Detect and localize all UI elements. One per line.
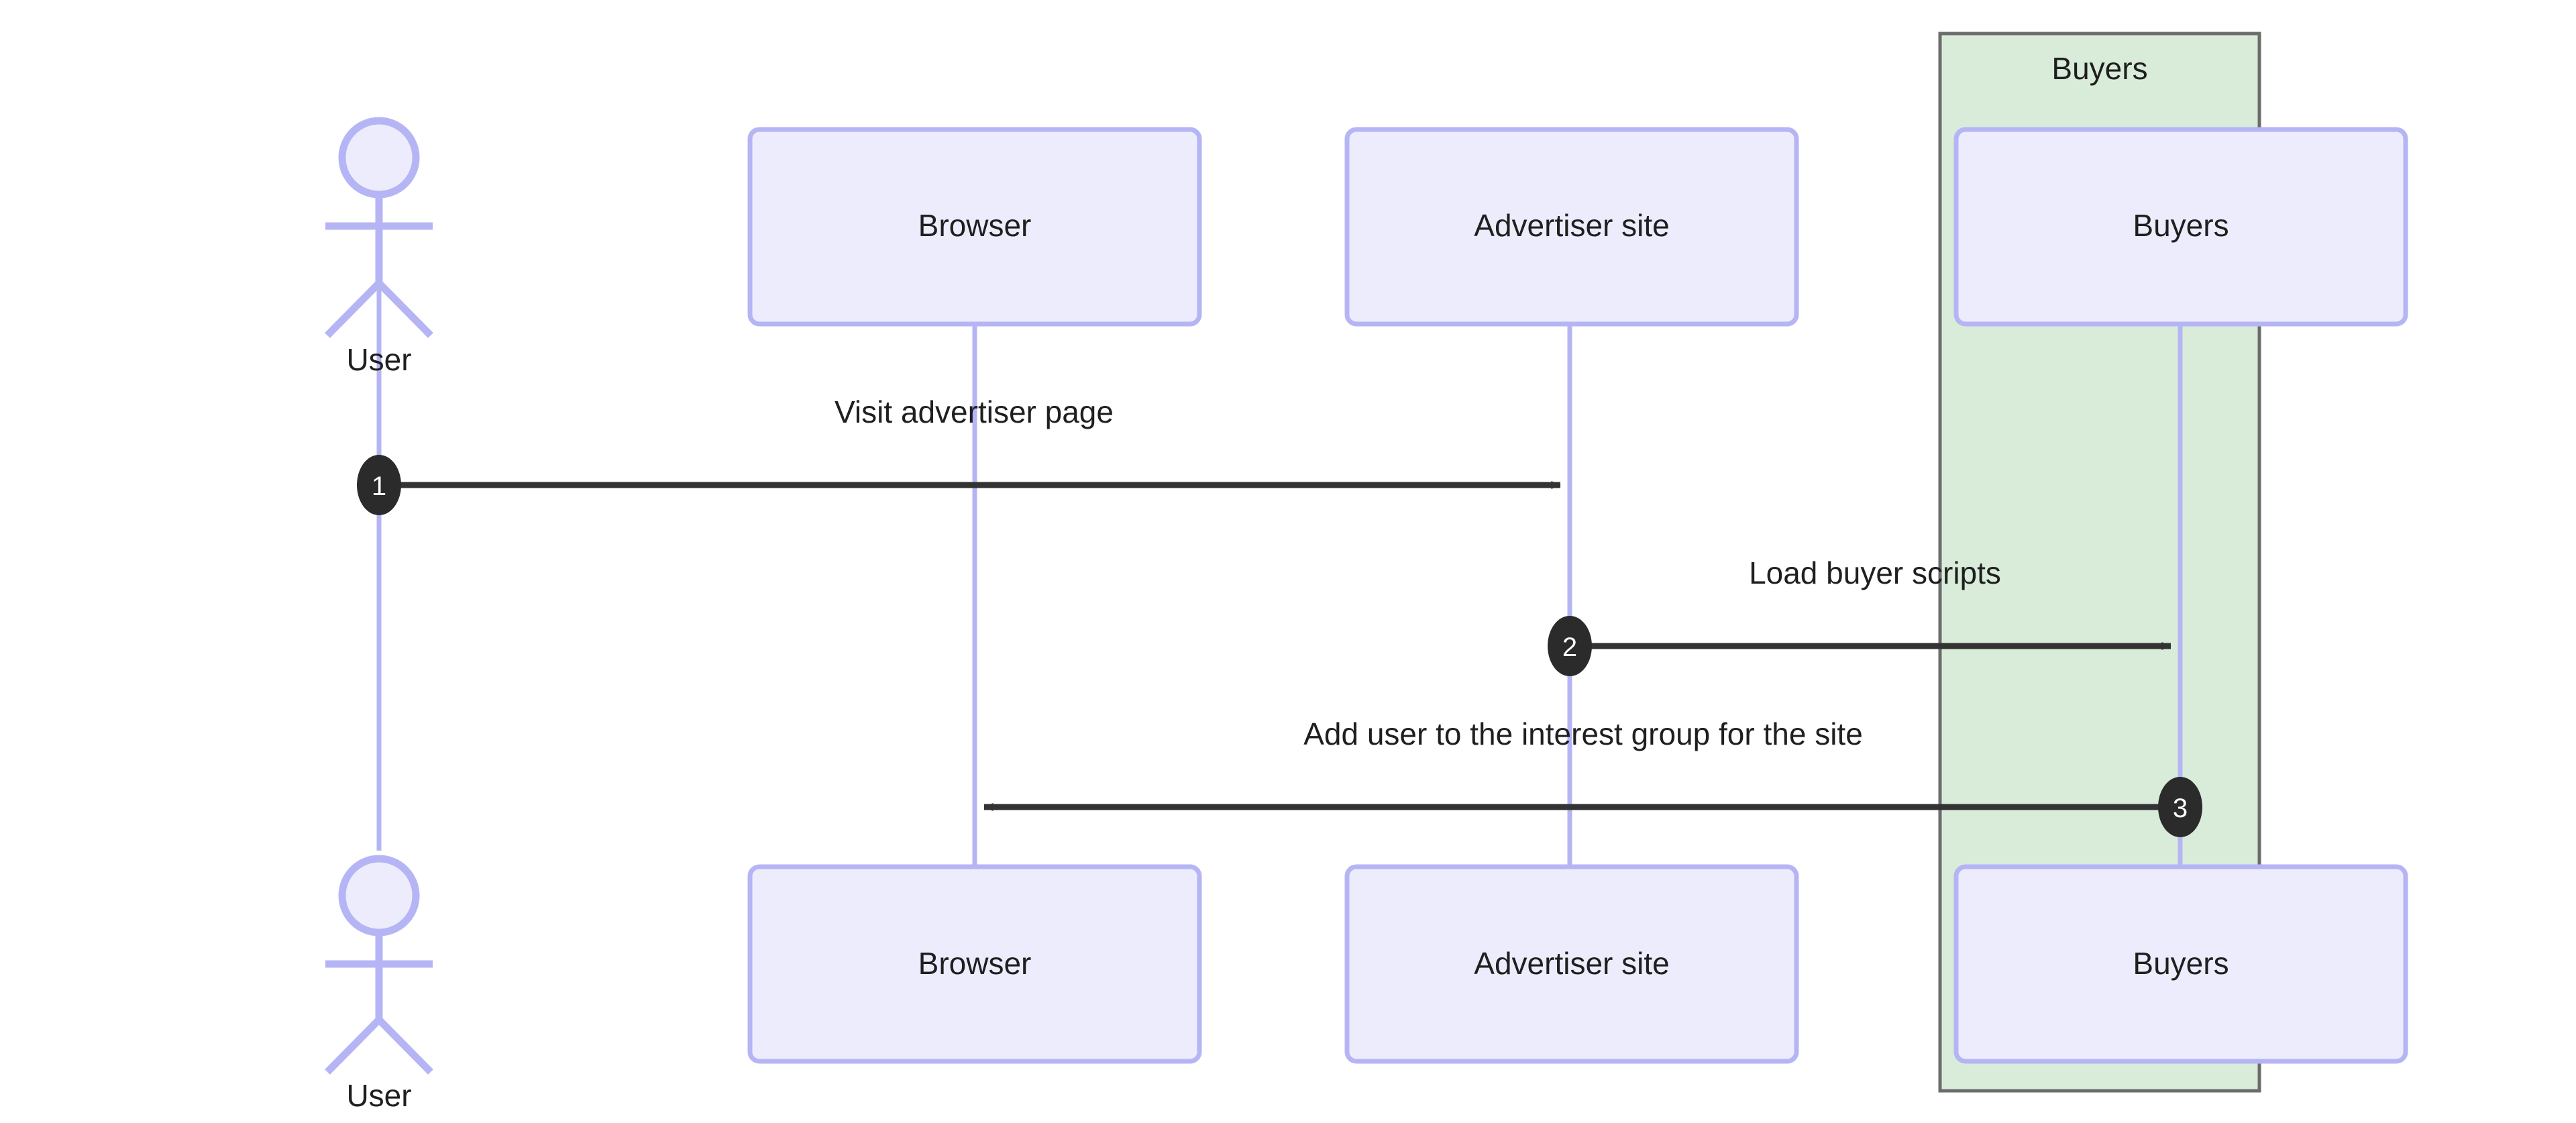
participant-advertiser-top-rect[interactable] <box>1344 127 1799 327</box>
actor-leg-right-icon <box>376 1017 433 1075</box>
actor-head-icon <box>338 855 420 937</box>
message-3-number: 3 <box>2173 794 2188 823</box>
participant-buyers-top[interactable]: Buyers <box>1953 127 2408 327</box>
participant-advertiser-top-label: Advertiser site <box>1474 208 1669 243</box>
message-3-number-badge <box>2158 777 2202 837</box>
participant-buyers-bottom[interactable]: Buyers <box>1953 864 2408 1064</box>
participant-browser-top-rect[interactable] <box>747 127 1202 327</box>
actor-leg-left-icon <box>325 280 382 338</box>
participant-advertiser-top[interactable]: Advertiser site <box>1344 127 1799 327</box>
message-2[interactable]: Load buyer scripts 2 <box>1548 555 2171 676</box>
message-1-label: Visit advertiser page <box>835 394 1114 429</box>
message-1-number: 1 <box>372 472 386 501</box>
group-buyers-label: Buyers <box>2051 51 2147 86</box>
participant-browser-bottom-label: Browser <box>918 946 1032 981</box>
participant-buyers-top-label: Buyers <box>2133 208 2229 243</box>
message-2-label: Load buyer scripts <box>1749 555 2001 590</box>
message-2-number: 2 <box>1562 633 1577 662</box>
message-3-label: Add user to the interest group for the s… <box>1303 716 1863 751</box>
actor-user-bottom-label: User <box>346 1078 411 1113</box>
actor-leg-right-icon <box>376 280 433 338</box>
participant-advertiser-bottom-label: Advertiser site <box>1474 946 1669 981</box>
actor-leg-left-icon <box>325 1017 382 1075</box>
message-1-number-badge <box>357 455 401 515</box>
participant-browser-bottom[interactable]: Browser <box>747 864 1202 1064</box>
participant-browser-bottom-rect[interactable] <box>747 864 1202 1064</box>
participant-advertiser-bottom[interactable]: Advertiser site <box>1344 864 1799 1064</box>
actor-user-top[interactable]: User <box>325 117 433 377</box>
actor-user-top-label: User <box>346 342 411 377</box>
participant-advertiser-bottom-rect[interactable] <box>1344 864 1799 1064</box>
participant-buyers-bottom-rect[interactable] <box>1953 864 2408 1064</box>
participant-buyers-bottom-label: Buyers <box>2133 946 2229 981</box>
participant-browser-top-label: Browser <box>918 208 1032 243</box>
actor-head-icon <box>338 117 420 199</box>
participant-browser-top[interactable]: Browser <box>747 127 1202 327</box>
message-1[interactable]: Visit advertiser page 1 <box>357 394 1561 515</box>
message-3[interactable]: Add user to the interest group for the s… <box>983 716 2202 837</box>
message-2-number-badge <box>1548 616 1592 676</box>
participant-buyers-top-rect[interactable] <box>1953 127 2408 327</box>
actor-user-bottom[interactable]: User <box>325 855 433 1113</box>
